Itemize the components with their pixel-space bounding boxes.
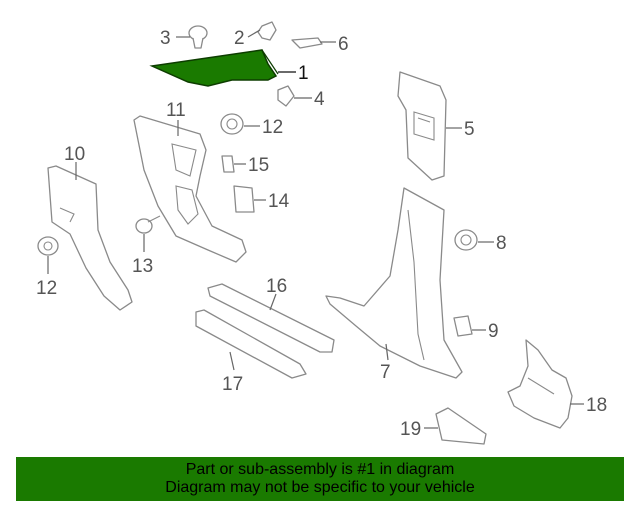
callout-15: 15 — [248, 155, 269, 176]
part-12-fastener-lower — [37, 236, 59, 256]
part-17-sill-strip — [195, 309, 307, 379]
callout-13: 13 — [132, 256, 153, 277]
callout-2: 2 — [234, 28, 245, 49]
part-2-bracket — [257, 21, 277, 41]
part-12-fastener-upper — [220, 113, 244, 135]
info-banner: Part or sub-assembly is #1 in diagram Di… — [16, 457, 624, 501]
callout-9: 9 — [488, 321, 499, 342]
callout-12-upper: 12 — [262, 117, 283, 138]
callout-17: 17 — [222, 374, 243, 395]
banner-line-2: Diagram may not be specific to your vehi… — [165, 479, 475, 496]
callout-16: 16 — [266, 276, 287, 297]
callout-10: 10 — [64, 144, 85, 165]
leader-2 — [247, 29, 261, 38]
banner-line-1: Part or sub-assembly is #1 in diagram — [185, 461, 455, 478]
part-19-trim — [435, 407, 487, 445]
callout-19: 19 — [400, 419, 421, 440]
leader-7 — [385, 343, 389, 361]
part-8-fastener — [454, 229, 478, 251]
part-6-clip — [291, 37, 323, 49]
callout-1[interactable]: 1 — [298, 63, 309, 84]
part-14-clip — [233, 185, 255, 213]
part-9-clip — [453, 315, 473, 337]
callout-3: 3 — [160, 28, 171, 49]
part-13-screw — [135, 215, 161, 234]
callout-5: 5 — [464, 119, 475, 140]
part-10-trim — [47, 165, 133, 311]
callout-14: 14 — [268, 191, 290, 212]
part-18-mud-flap — [507, 339, 573, 429]
part-11-trim — [133, 115, 247, 263]
part-15-clip — [221, 155, 235, 173]
part-1-highlighted[interactable] — [149, 49, 279, 87]
part-3-clip — [188, 25, 208, 49]
part-16-sill-strip — [207, 283, 335, 353]
callout-6: 6 — [338, 34, 349, 55]
part-7-trim — [325, 187, 463, 379]
leader-17 — [229, 351, 235, 371]
parts-diagram: 3 2 6 1 4 5 11 12 15 14 10 12 13 8 9 7 1… — [36, 21, 607, 445]
callout-12-lower: 12 — [36, 278, 57, 299]
part-5-trim — [397, 71, 447, 181]
leader-16 — [269, 293, 277, 311]
callout-11: 11 — [166, 100, 186, 121]
callout-18: 18 — [586, 395, 607, 416]
callout-7: 7 — [380, 362, 391, 383]
part-4-clip — [277, 85, 295, 107]
callout-4: 4 — [314, 89, 325, 110]
callout-8: 8 — [496, 233, 507, 254]
